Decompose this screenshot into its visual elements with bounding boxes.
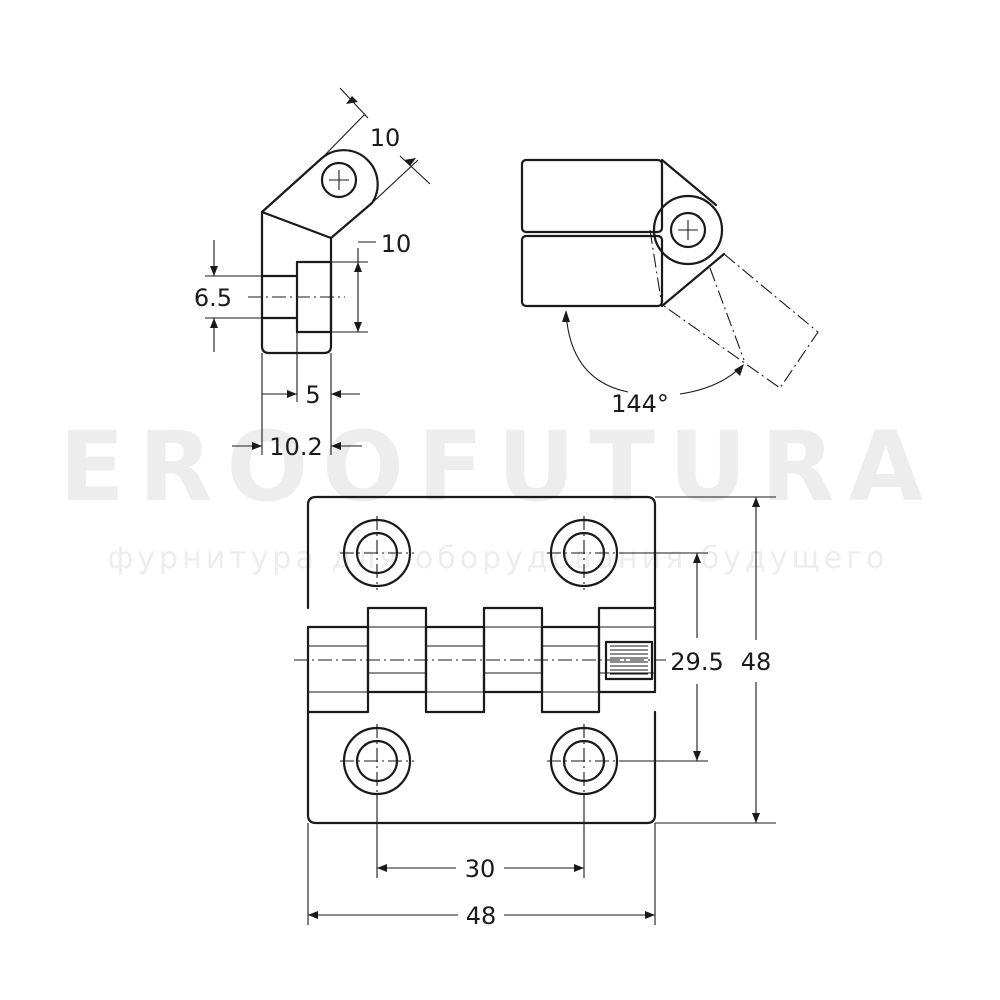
front-view-hole <box>340 516 414 590</box>
opening-view-knuckle <box>652 194 724 266</box>
front-view-hole <box>340 724 414 798</box>
front-view-hole <box>547 516 621 590</box>
front-view-knuckle <box>424 625 486 714</box>
dim-front-hole-spacing-horizontal: 30 <box>465 855 496 883</box>
dim-side-hole-height: 6.5 <box>194 284 232 312</box>
dim-front-total-height: 48 <box>741 648 772 676</box>
front-view: 29.5 48 30 48 <box>294 495 776 930</box>
front-view-knuckle <box>540 625 601 714</box>
dim-side-knuckle-offset: 10 <box>381 230 412 258</box>
front-view-hole <box>547 724 621 798</box>
front-view-upper-plate <box>306 495 657 610</box>
front-view-lower-plate <box>306 710 657 825</box>
side-view-outline <box>260 210 333 355</box>
opening-view-lower-leaf <box>520 234 664 308</box>
dim-front-total-width: 48 <box>466 902 497 930</box>
opening-view-pin-hole <box>669 211 707 249</box>
dim-side-step: 5 <box>305 381 320 409</box>
opening-view-open-leaf <box>663 253 819 389</box>
front-view-knuckle <box>306 625 370 714</box>
front-view-knuckle <box>482 606 544 694</box>
opening-view-angle-arc <box>565 311 629 393</box>
dim-side-total-depth: 10.2 <box>269 433 322 461</box>
front-view-knuckle <box>597 606 657 694</box>
side-view: 10 10 6.5 5 10.2 <box>194 87 431 461</box>
opening-view: 144° <box>520 158 819 418</box>
watermark-brand: EROOFUTURA <box>59 411 937 523</box>
dim-side-leaf-thickness: 10 <box>370 124 401 152</box>
watermark-tagline: фурнитура для оборудования будущего <box>108 541 889 576</box>
side-view-knuckle <box>260 149 379 240</box>
dim-opening-angle: 144° <box>611 390 669 418</box>
side-view-pin-hole <box>320 161 358 199</box>
front-view-knuckle <box>366 606 428 694</box>
dim-front-hole-spacing-vertical: 29.5 <box>670 648 723 676</box>
opening-view-upper-leaf <box>520 158 664 234</box>
